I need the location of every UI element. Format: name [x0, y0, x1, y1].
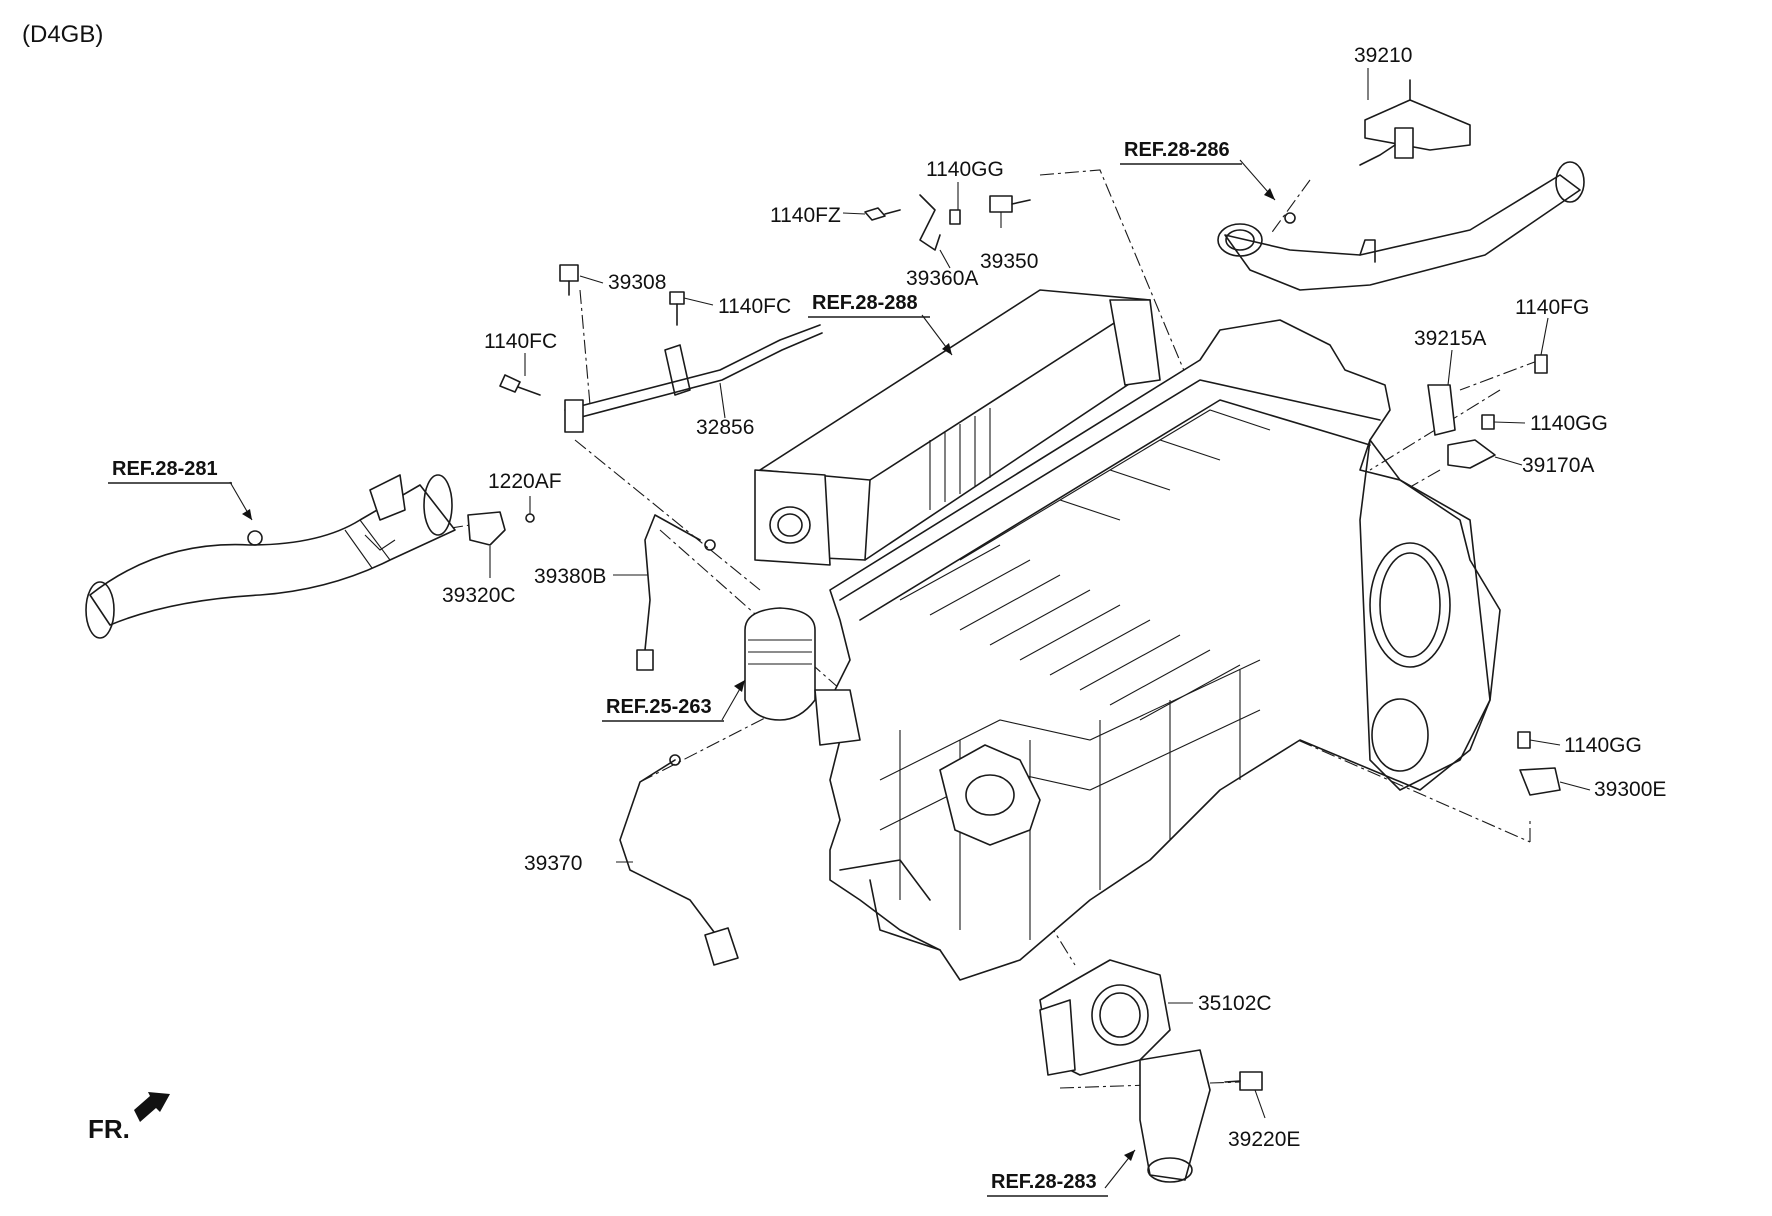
label-39308: 39308	[608, 271, 666, 294]
front-marker-label: FR.	[88, 1114, 130, 1144]
ref-28-288: REF.28-288	[812, 292, 918, 314]
diagram-title: (D4GB)	[22, 21, 103, 48]
egr-cooler-drawing	[754, 289, 1161, 566]
sensor-parts	[467, 79, 1561, 1091]
label-39210: 39210	[1354, 44, 1412, 67]
front-marker: FR.	[88, 1092, 170, 1144]
ref-28-283: REF.28-283	[991, 1171, 1097, 1193]
label-39215a: 39215A	[1414, 327, 1486, 350]
label-1140fc-left: 1140FC	[484, 330, 557, 353]
leader-lines	[229, 68, 1591, 1189]
part-labels: 39210 1140GG 1140FZ 39350 39360A 39308 1…	[442, 44, 1666, 1151]
ref-28-281: REF.28-281	[112, 458, 218, 480]
label-39350: 39350	[980, 250, 1038, 273]
label-1140fc-right: 1140FC	[718, 295, 791, 318]
label-39370: 39370	[524, 852, 582, 875]
label-1140fz: 1140FZ	[770, 204, 841, 227]
intake-hose-drawing	[1217, 161, 1585, 291]
label-39360a: 39360A	[906, 267, 978, 290]
label-1140fg: 1140FG	[1515, 296, 1589, 319]
label-39300e: 39300E	[1594, 778, 1666, 801]
ref-25-263: REF.25-263	[606, 696, 712, 718]
ref-28-286: REF.28-286	[1124, 139, 1230, 161]
intake-pipe-drawing	[85, 474, 456, 639]
reference-labels: REF.28-286 REF.28-288 REF.28-281 REF.25-…	[108, 139, 1242, 1197]
label-35102c: 35102C	[1198, 992, 1272, 1015]
engine-block-drawing	[744, 319, 1501, 981]
label-39320c: 39320C	[442, 584, 516, 607]
throttle-body-drawing	[1039, 959, 1211, 1183]
label-1140gg-low: 1140GG	[1564, 734, 1642, 757]
label-1220af: 1220AF	[488, 470, 562, 493]
label-1140gg-top: 1140GG	[926, 158, 1004, 181]
label-1140gg-mid: 1140GG	[1530, 412, 1608, 435]
label-39170a: 39170A	[1522, 454, 1594, 477]
label-32856: 32856	[696, 416, 754, 439]
label-39220e: 39220E	[1228, 1128, 1300, 1151]
front-arrow-icon	[134, 1092, 170, 1122]
label-39380b: 39380B	[534, 565, 606, 588]
